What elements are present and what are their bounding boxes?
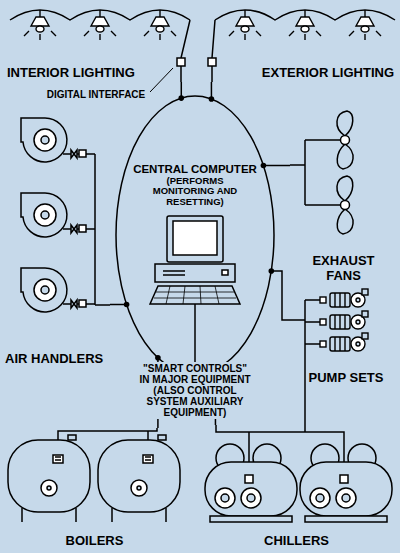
pump-icon — [320, 311, 368, 329]
equipment-group: AIR HANDLERS — [2, 108, 110, 368]
pump-icon — [320, 289, 368, 307]
exterior-lighting-wire — [212, 20, 215, 82]
digital-interface-box — [208, 58, 216, 66]
network-wire — [263, 165, 290, 167]
fan-icon — [337, 176, 353, 234]
network-wire — [271, 271, 295, 320]
interface-label: DIGITAL INTERFACE — [42, 88, 150, 101]
pump-wire — [295, 300, 320, 432]
group-label: INTERIOR LIGHTING — [7, 66, 135, 80]
equipment-group: EXHAUST FANS — [290, 100, 397, 285]
equipment-group: PUMP SETS — [295, 287, 397, 387]
callout-note: "SMART CONTROLS" IN MAJOR EQUIPMENT (ALS… — [137, 362, 253, 419]
air-handler-wire — [86, 154, 110, 305]
group-label: BOILERS — [66, 534, 124, 548]
air-handler-icon — [21, 193, 86, 237]
lamp-icon — [84, 10, 116, 40]
sub-label: (PERFORMS MONITORING AND RESETTING) — [135, 176, 255, 207]
lamp-icon — [144, 10, 176, 40]
exhaust-fans — [337, 111, 353, 234]
chiller-icon — [300, 444, 392, 522]
lamps — [24, 10, 381, 40]
group-label: CHILLERS — [264, 534, 329, 548]
group-label: AIR HANDLERS — [5, 352, 103, 366]
equipment-group: EXTERIOR LIGHTING — [205, 2, 397, 82]
fan-icon — [337, 111, 353, 169]
fan-wire — [290, 140, 340, 205]
group-label: CENTRAL COMPUTER — [133, 163, 257, 176]
boiler-icon — [98, 435, 180, 522]
equipment-group: INTERIOR LIGHTING — [4, 2, 189, 82]
air-handlers — [21, 118, 86, 312]
lamp-icon — [24, 10, 56, 40]
chillers — [205, 444, 392, 522]
computer-icon — [150, 216, 240, 304]
computer-cable — [194, 304, 196, 362]
pump-icon — [320, 333, 368, 351]
pump-sets — [320, 289, 368, 351]
group-label: EXHAUST FANS — [304, 254, 384, 283]
air-handler-icon — [21, 118, 86, 162]
leader-line — [150, 68, 173, 92]
network-ring — [116, 96, 274, 374]
boilers — [8, 435, 180, 522]
equipment-wiring — [58, 140, 344, 475]
interior-lighting-wire — [181, 20, 190, 82]
ring-outline — [115, 95, 275, 375]
air-handler-icon — [21, 268, 86, 312]
group-label: PUMP SETS — [309, 371, 384, 385]
lamp-icon — [349, 10, 381, 40]
equipment-group: BOILERS — [2, 428, 187, 550]
digital-interface-box — [177, 58, 185, 66]
network-ring: CENTRAL COMPUTER(PERFORMS MONITORING AND… — [115, 95, 275, 375]
lamp-icon — [229, 10, 261, 40]
equipment-group: CHILLERS — [195, 425, 398, 550]
boiler-icon — [8, 435, 90, 522]
chiller-icon — [205, 444, 297, 522]
group-label: EXTERIOR LIGHTING — [262, 66, 394, 80]
lamp-icon — [289, 10, 321, 40]
